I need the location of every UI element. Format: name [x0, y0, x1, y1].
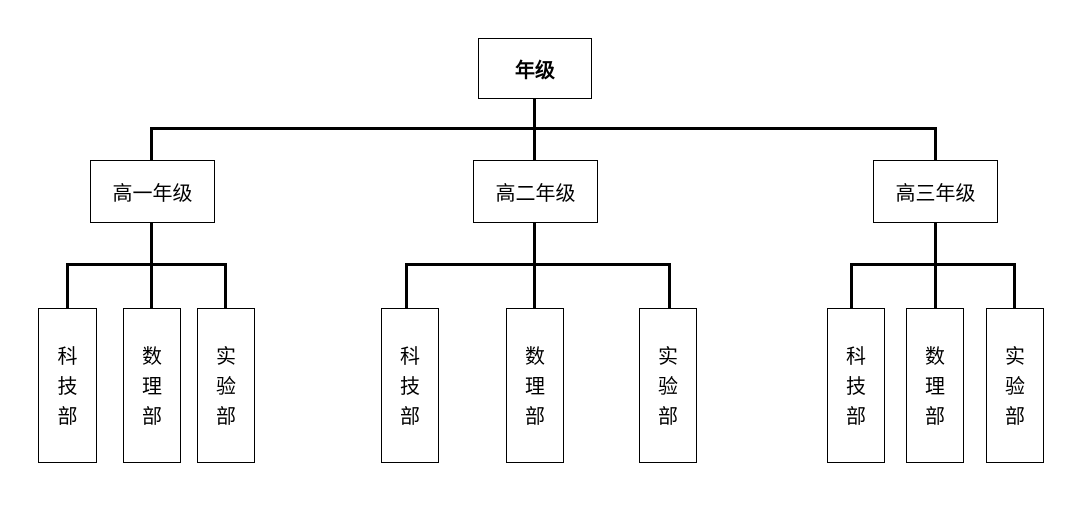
dept-node-char: 技 [846, 373, 866, 398]
grade-1-dept-2-drop-line [150, 263, 153, 309]
dept-node: 科 技 部 [827, 308, 885, 463]
grade-2-stem-line [533, 222, 536, 264]
dept-node-char: 部 [142, 403, 162, 428]
dept-node: 实 验 部 [197, 308, 255, 463]
grade-3-dept-2-drop-line [934, 263, 937, 309]
dept-node-char: 部 [216, 403, 236, 428]
dept-node-char: 技 [57, 373, 78, 398]
dept-node: 数 理 部 [123, 308, 181, 463]
grade-3-drop-line [934, 127, 937, 161]
grade-node-1: 高一年级 [90, 160, 215, 223]
dept-node-char: 部 [525, 403, 545, 428]
dept-node: 实 验 部 [639, 308, 697, 463]
dept-node-char: 理 [142, 373, 162, 398]
dept-node-char: 实 [216, 343, 236, 368]
grade-2-dept-3-drop-line [668, 263, 671, 309]
dept-node-char: 科 [846, 343, 866, 368]
root-node: 年级 [478, 38, 592, 99]
grade-3-stem-line [934, 222, 937, 264]
root-stem-line [533, 98, 536, 129]
grade-1-dept-bus-line [66, 263, 227, 266]
dept-node-char: 验 [1005, 373, 1025, 398]
dept-node-char: 数 [525, 343, 545, 368]
dept-node-char: 部 [57, 403, 78, 428]
dept-node-char: 部 [400, 403, 420, 428]
dept-node-char: 部 [846, 403, 866, 428]
grade-3-dept-3-drop-line [1013, 263, 1016, 309]
dept-node-char: 科 [57, 343, 78, 368]
dept-node-char: 部 [925, 403, 945, 428]
grade-1-dept-3-drop-line [224, 263, 227, 309]
grade-2-dept-1-drop-line [405, 263, 408, 309]
grade-1-dept-1-drop-line [66, 263, 69, 309]
dept-node-char: 部 [1005, 403, 1025, 428]
grade-node-label: 高三年级 [895, 181, 976, 205]
dept-node-char: 数 [142, 343, 162, 368]
grade-bus-line [150, 127, 937, 130]
dept-node-char: 实 [658, 343, 678, 368]
dept-node-char: 验 [658, 373, 678, 398]
dept-node: 实 验 部 [986, 308, 1044, 463]
root-node-label: 年级 [515, 58, 555, 82]
dept-node: 数 理 部 [506, 308, 564, 463]
grade-3-dept-1-drop-line [850, 263, 853, 309]
dept-node-char: 科 [400, 343, 420, 368]
grade-3-dept-bus-line [850, 263, 1016, 266]
grade-node-3: 高三年级 [873, 160, 998, 223]
dept-node: 科 技 部 [381, 308, 439, 463]
dept-node-char: 部 [658, 403, 678, 428]
grade-2-dept-2-drop-line [533, 263, 536, 309]
grade-node-label: 高一年级 [112, 181, 193, 205]
dept-node-char: 数 [925, 343, 945, 368]
dept-node-char: 实 [1005, 343, 1025, 368]
dept-node-char: 理 [925, 373, 945, 398]
grade-2-drop-line [533, 127, 536, 161]
dept-node-char: 理 [525, 373, 545, 398]
grade-1-drop-line [150, 127, 153, 161]
dept-node-char: 技 [400, 373, 420, 398]
grade-node-label: 高二年级 [495, 181, 576, 205]
dept-node: 科 技 部 [38, 308, 97, 463]
dept-node: 数 理 部 [906, 308, 964, 463]
grade-node-2: 高二年级 [473, 160, 598, 223]
grade-2-dept-bus-line [405, 263, 671, 266]
grade-1-stem-line [150, 222, 153, 264]
dept-node-char: 验 [216, 373, 236, 398]
